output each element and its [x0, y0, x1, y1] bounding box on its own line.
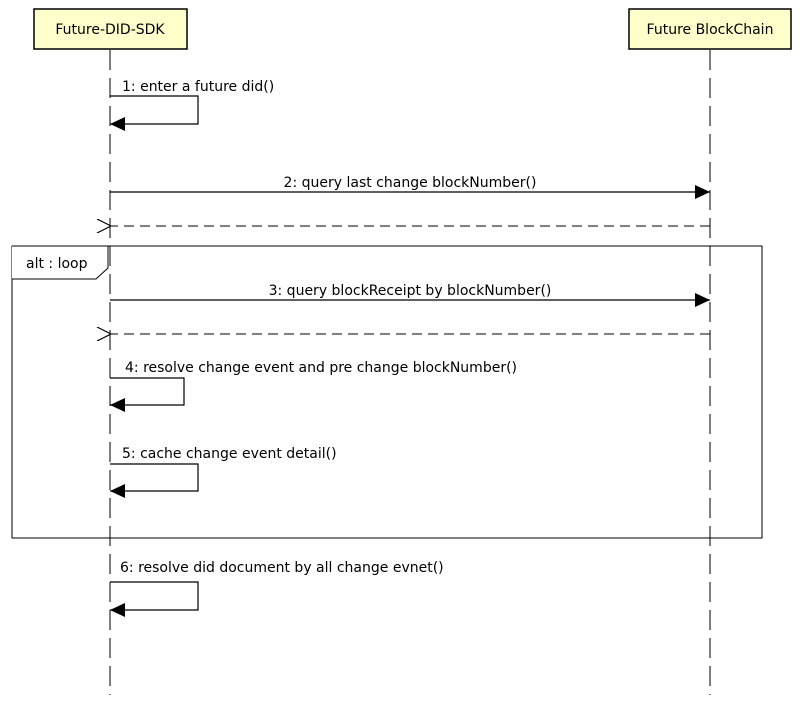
- message-3: 3: query blockReceipt by blockNumber(): [110, 283, 710, 307]
- message-4: 4: resolve change event and pre change b…: [110, 360, 517, 412]
- lifeline-header-chain: Future BlockChain: [628, 8, 792, 50]
- message-2-label: 2: query last change blockNumber(): [284, 175, 537, 191]
- message-4-label: 4: resolve change event and pre change b…: [125, 360, 517, 376]
- loop-frame-label: alt : loop: [26, 256, 88, 272]
- loop-frame-tab: [12, 245, 109, 280]
- message-2: 2: query last change blockNumber(): [110, 175, 710, 199]
- message-5-label: 5: cache change event detail(): [122, 446, 337, 462]
- message-1: 1: enter a future did(): [110, 79, 274, 131]
- lifeline-title-chain: Future BlockChain: [647, 22, 774, 38]
- message-6-label: 6: resolve did document by all change ev…: [120, 560, 444, 576]
- loop-frame: alt : loop: [11, 245, 763, 539]
- lifeline-header-sdk: Future-DID-SDK: [33, 8, 188, 50]
- message-1-label: 1: enter a future did(): [122, 79, 274, 95]
- message-6: 6: resolve did document by all change ev…: [110, 560, 444, 617]
- message-5: 5: cache change event detail(): [110, 446, 337, 498]
- message-3-label: 3: query blockReceipt by blockNumber(): [269, 283, 552, 299]
- lifeline-title-sdk: Future-DID-SDK: [55, 22, 165, 38]
